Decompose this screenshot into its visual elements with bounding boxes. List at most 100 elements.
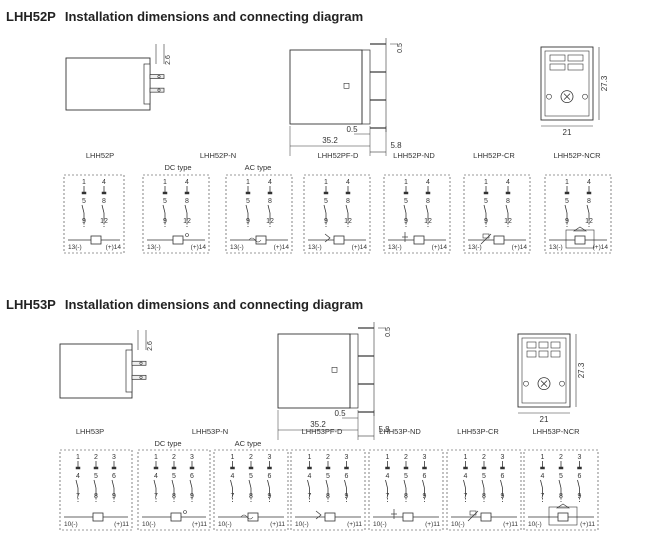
dimension-value: 21 — [540, 415, 549, 424]
terminal-label: 5 — [326, 473, 330, 480]
coil-terminal-label: (+)14 — [432, 244, 448, 251]
terminal-label: 4 — [268, 179, 272, 186]
coil-terminal-label: (+)11 — [425, 521, 440, 528]
terminal-label: 4 — [426, 179, 430, 186]
relay-base-view: 27.321 — [540, 46, 609, 137]
variant-name: LHH53P-NCR — [532, 427, 580, 436]
terminal-label: 3 — [501, 454, 505, 461]
terminal-label: 3 — [578, 454, 582, 461]
model-name: LHH52P — [6, 9, 56, 24]
connecting-diagram: 159481213(-)(+)14 — [142, 174, 210, 254]
dimension-value: 0.5 — [346, 125, 358, 134]
coil-terminal-label: (+)11 — [270, 521, 285, 528]
terminal-label: 3 — [268, 454, 272, 461]
terminal-label: 5 — [246, 198, 250, 205]
relay-side-view: 2.6 — [65, 44, 172, 111]
coil-terminal-label: 13(-) — [468, 244, 482, 251]
relay-base-view: 27.3 21 — [517, 333, 586, 424]
dimension-value: 0.5 — [334, 409, 346, 418]
terminal-label: 1 — [404, 179, 408, 186]
terminal-label: 8 — [185, 198, 189, 205]
terminal-label: 3 — [190, 454, 194, 461]
coil-terminal-label: 10(-) — [451, 521, 465, 528]
terminal-label: 4 — [506, 179, 510, 186]
dimension-value: 2.6 — [147, 341, 154, 351]
variant-name: LHH53PF-D — [302, 427, 343, 436]
coil-terminal-label: 13(-) — [308, 244, 322, 251]
terminal-label: 4 — [386, 473, 390, 480]
terminal-label: 8 — [426, 198, 430, 205]
terminal-label: 5 — [482, 473, 486, 480]
connecting-diagram: 159481213(-)(+)14 — [225, 174, 293, 254]
dimension-value: 27.3 — [577, 362, 586, 378]
connecting-diagram: 14725836910(-)(+)11 — [213, 449, 289, 531]
connecting-diagram: 14725836910(-)(+)11 — [59, 449, 133, 531]
terminal-label: 5 — [94, 473, 98, 480]
coil-terminal-label: 10(-) — [295, 521, 309, 528]
connecting-diagram: 14725836910(-)(+)11 — [446, 449, 522, 531]
connecting-diagram: 159481213(-)(+)14 — [383, 174, 451, 254]
connecting-diagram: 159481213(-)(+)14 — [303, 174, 371, 254]
terminal-label: 8 — [268, 198, 272, 205]
terminal-label: 4 — [76, 473, 80, 480]
variant-name: LHH52P-N — [200, 151, 236, 160]
terminal-label: 5 — [404, 473, 408, 480]
dimension-value: 27.3 — [600, 75, 609, 91]
coil-terminal-label: 13(-) — [388, 244, 402, 251]
coil-terminal-label: 10(-) — [142, 521, 156, 528]
variant-name: LHH52PF-D — [318, 151, 359, 160]
coil-terminal-label: (+)14 — [191, 244, 207, 251]
coil-terminal-label: 10(-) — [64, 521, 78, 528]
variant-subtype: DC type — [164, 163, 191, 172]
terminal-label: 1 — [246, 179, 250, 186]
coil-terminal-label: 13(-) — [230, 244, 244, 251]
connecting-diagram: 14725836910(-)(+)11 — [368, 449, 444, 531]
connecting-diagram: 159481213(-)(+)14 — [544, 174, 612, 254]
variant-subtype: AC type — [235, 439, 262, 448]
variant-name: LHH52P-CR — [473, 151, 515, 160]
variant-name: LHH53P-ND — [379, 427, 421, 436]
terminal-label: 6 — [423, 473, 427, 480]
coil-terminal-label: 10(-) — [528, 521, 542, 528]
terminal-label: 5 — [484, 198, 488, 205]
coil-terminal-label: (+)14 — [352, 244, 368, 251]
terminal-label: 2 — [249, 454, 253, 461]
terminal-label: 3 — [345, 454, 349, 461]
relay-side-view: 2.6 — [59, 330, 154, 399]
relay-front-view: 0.535.20.55.8 — [289, 38, 404, 156]
variant-name: LHH52P — [86, 151, 114, 160]
terminal-label: 4 — [346, 179, 350, 186]
variant-name: LHH53P-N — [192, 427, 228, 436]
connecting-diagram: 159481213(-)(+)14 — [63, 174, 125, 254]
variant-name: LHH53P-CR — [457, 427, 499, 436]
terminal-label: 4 — [154, 473, 158, 480]
terminal-label: 1 — [163, 179, 167, 186]
terminal-label: 8 — [346, 198, 350, 205]
terminal-label: 4 — [102, 179, 106, 186]
terminal-label: 8 — [587, 198, 591, 205]
terminal-label: 1 — [82, 179, 86, 186]
coil-terminal-label: 10(-) — [218, 521, 232, 528]
terminal-label: 4 — [308, 473, 312, 480]
coil-terminal-label: (+)11 — [580, 521, 595, 528]
terminal-label: 5 — [404, 198, 408, 205]
coil-terminal-label: 13(-) — [549, 244, 563, 251]
terminal-label: 5 — [82, 198, 86, 205]
terminal-label: 6 — [578, 473, 582, 480]
terminal-label: 5 — [163, 198, 167, 205]
terminal-label: 1 — [541, 454, 545, 461]
terminal-label: 6 — [112, 473, 116, 480]
variant-subtype: AC type — [245, 163, 272, 172]
terminal-label: 6 — [345, 473, 349, 480]
coil-terminal-label: (+)11 — [114, 521, 129, 528]
model-name: LHH53P — [6, 297, 56, 312]
terminal-label: 1 — [324, 179, 328, 186]
variant-name: LHH53P — [76, 427, 104, 436]
terminal-label: 2 — [482, 454, 486, 461]
dimension-value: 2.6 — [165, 55, 172, 65]
terminal-label: 5 — [249, 473, 253, 480]
terminal-label: 2 — [404, 454, 408, 461]
terminal-label: 1 — [154, 454, 158, 461]
